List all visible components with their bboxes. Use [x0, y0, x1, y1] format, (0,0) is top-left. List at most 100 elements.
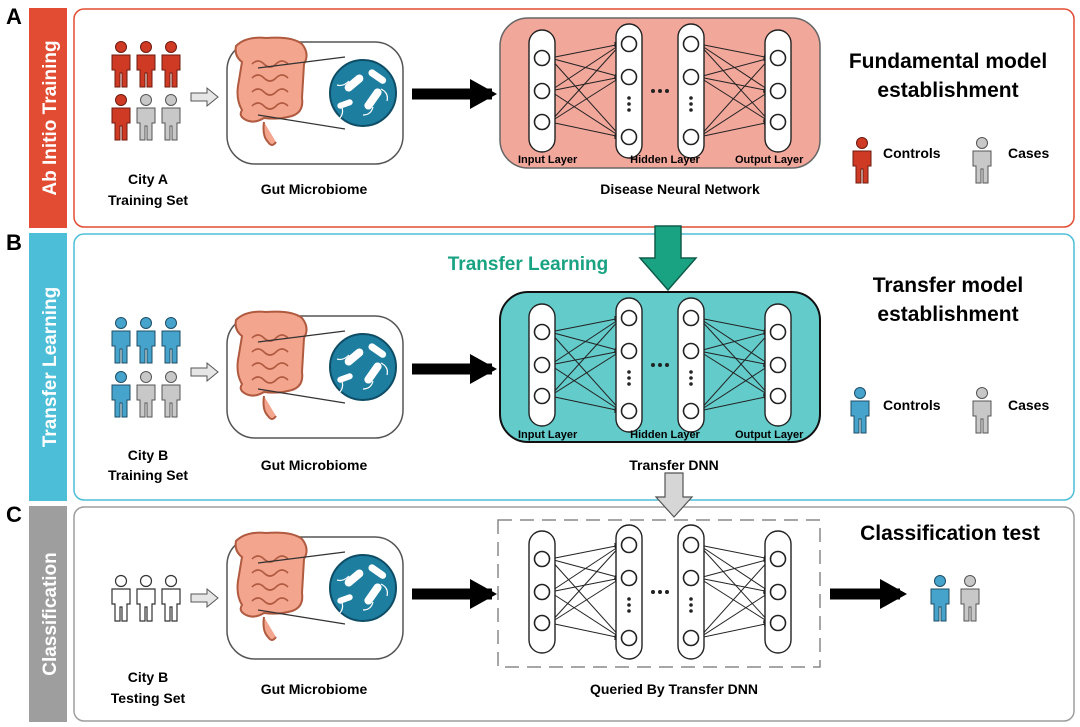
nn-node [533, 356, 551, 374]
nn-edge [549, 43, 622, 92]
nn-node [769, 113, 787, 131]
nn-ellipsis-dot [689, 96, 693, 100]
city-a-line1: City A [128, 171, 168, 187]
nn-ellipsis-dot [658, 590, 662, 594]
nn-node [533, 49, 551, 67]
nn-edge [698, 317, 771, 335]
nn-edge [549, 317, 622, 397]
nn-node [769, 49, 787, 67]
network-label-c: Queried By Transfer DNN [590, 681, 758, 697]
nn-ellipsis-dot [689, 597, 693, 601]
nn-node [769, 614, 787, 632]
neural-net-c [528, 524, 792, 660]
nn-edge [698, 544, 771, 624]
nn-edge [549, 542, 622, 560]
nn-edge [549, 364, 622, 412]
nn-edge [549, 350, 622, 397]
nn-connections [549, 315, 771, 414]
nn-node [769, 550, 787, 568]
nn-node [682, 536, 700, 554]
nn-ellipsis-dot [651, 89, 655, 93]
nn-edge [698, 364, 771, 412]
nn-edge [549, 348, 622, 366]
nn-node [682, 68, 700, 86]
panel-letter-c: C [6, 502, 22, 527]
legend-case-icon-b [972, 387, 992, 434]
sidebar-b [29, 233, 67, 501]
nn-node [620, 629, 638, 647]
city-b-line2: Training Set [108, 467, 188, 483]
legend-cases-a: Cases [1008, 145, 1049, 161]
nn-node [533, 387, 551, 405]
nn-edge [698, 577, 771, 595]
microbiome-label-b: Gut Microbiome [261, 457, 368, 473]
nn-ellipsis-dot [627, 382, 631, 386]
nn-edge [698, 56, 771, 78]
nn-connections [549, 542, 771, 641]
nn-edge [698, 90, 771, 138]
nn-ellipsis-dot [627, 376, 631, 380]
nn-edge [549, 76, 622, 123]
transfer-arrow [638, 225, 698, 292]
legend-control-icon-b [850, 387, 870, 434]
panel-c-frame [73, 506, 1075, 722]
small-arrow-a [190, 86, 219, 108]
nn-node [769, 356, 787, 374]
legend-control-icon-a [852, 137, 872, 184]
neural-net-a [528, 23, 792, 159]
nn-ellipsis-dot [689, 603, 693, 607]
network-label-a: Disease Neural Network [600, 181, 760, 197]
nn-edge [549, 395, 622, 414]
panel-letter-b: B [6, 230, 22, 255]
title-c: Classification test [860, 522, 1040, 545]
nn-ellipsis-dot [689, 376, 693, 380]
side-label-b: Transfer Learning [40, 287, 61, 448]
legend-cases-b: Cases [1008, 397, 1049, 413]
nn-node [620, 128, 638, 146]
nn-layer [615, 297, 643, 433]
nn-ellipsis-dot [651, 363, 655, 367]
nn-ellipsis-dot [658, 363, 662, 367]
nn-edge [549, 90, 622, 138]
legend-controls-b: Controls [883, 397, 941, 413]
people-group-a [111, 41, 181, 141]
legend-controls-a: Controls [883, 145, 941, 161]
nn-ellipsis-dot [689, 102, 693, 106]
nn-edge [698, 350, 771, 397]
nn-ellipsis-dot [689, 609, 693, 613]
nn-layer [677, 23, 705, 159]
title-b-line1: Transfer model [873, 274, 1024, 297]
nn-node [682, 35, 700, 53]
nn-edge [698, 43, 771, 123]
nn-edge [549, 57, 622, 138]
nn-ellipsis-dot [689, 370, 693, 374]
nn-ellipsis-dot [627, 102, 631, 106]
sidebar-a [29, 8, 67, 228]
result-case-icon [960, 575, 980, 622]
side-label-a: Ab Initio Training [40, 40, 61, 195]
nn-edge [549, 577, 622, 624]
nn-box-c [497, 519, 821, 668]
nn-node [620, 536, 638, 554]
nn-edge [549, 591, 622, 639]
nn-node [769, 82, 787, 100]
nn-edge [549, 622, 622, 641]
title-b-line2: establishment [877, 303, 1018, 326]
nn-ellipsis-dot [627, 108, 631, 112]
nn-connections [549, 41, 771, 140]
small-arrow-c [190, 587, 219, 609]
nn-node [620, 309, 638, 327]
nn-node [682, 569, 700, 587]
nn-edge [698, 558, 771, 639]
nn-ellipsis-dot [665, 89, 669, 93]
nn-layer [615, 23, 643, 159]
nn-ellipsis-dot [627, 597, 631, 601]
nn-ellipsis-dot [627, 609, 631, 613]
nn-edge [698, 620, 771, 639]
nn-edge [698, 57, 771, 138]
nn-node [682, 402, 700, 420]
panel-letter-a: A [6, 4, 22, 29]
input-layer-label-b: Input Layer [518, 429, 578, 441]
nn-node [533, 550, 551, 568]
